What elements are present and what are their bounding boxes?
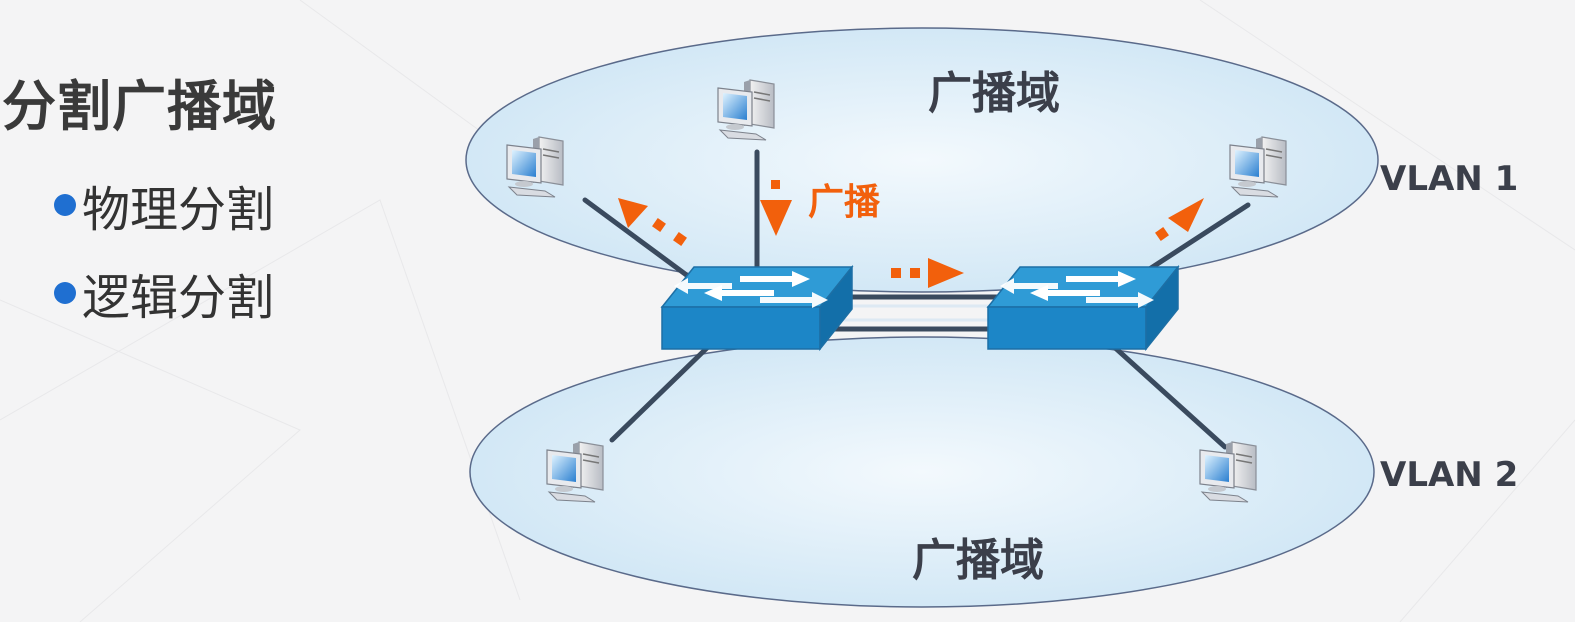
bullet-dot-icon: [54, 282, 76, 304]
domain-bottom-label: 广播域: [912, 535, 1044, 586]
bullet-item-logical: 逻辑分割: [54, 258, 274, 328]
arrow-icon: [928, 258, 964, 288]
arrow-icon: [1168, 198, 1204, 232]
switch-icon: [987, 266, 1179, 350]
domain-top-label: 广播域: [928, 68, 1060, 119]
links: [582, 149, 1251, 450]
arrow-icon: [618, 198, 648, 228]
broadcast-arrows: [618, 180, 1204, 288]
vlan1-label: VLAN 1: [1380, 159, 1518, 199]
bullet-dot-icon: [54, 194, 76, 216]
vlan2-label: VLAN 2: [1380, 455, 1518, 495]
switch-icon: [661, 266, 853, 350]
broadcast-label: 广播: [808, 182, 881, 223]
bullet-text: 逻辑分割: [82, 270, 275, 326]
arrow-icon: [760, 200, 792, 236]
bullet-item-physical: 物理分割: [54, 170, 274, 240]
vlan1-broadcast-domain: [465, 27, 1379, 293]
vlan2-broadcast-domain: [469, 336, 1375, 608]
bullet-text: 物理分割: [82, 182, 275, 238]
trunk-link: [820, 294, 1008, 332]
page-title: 分割广播域: [2, 75, 277, 138]
